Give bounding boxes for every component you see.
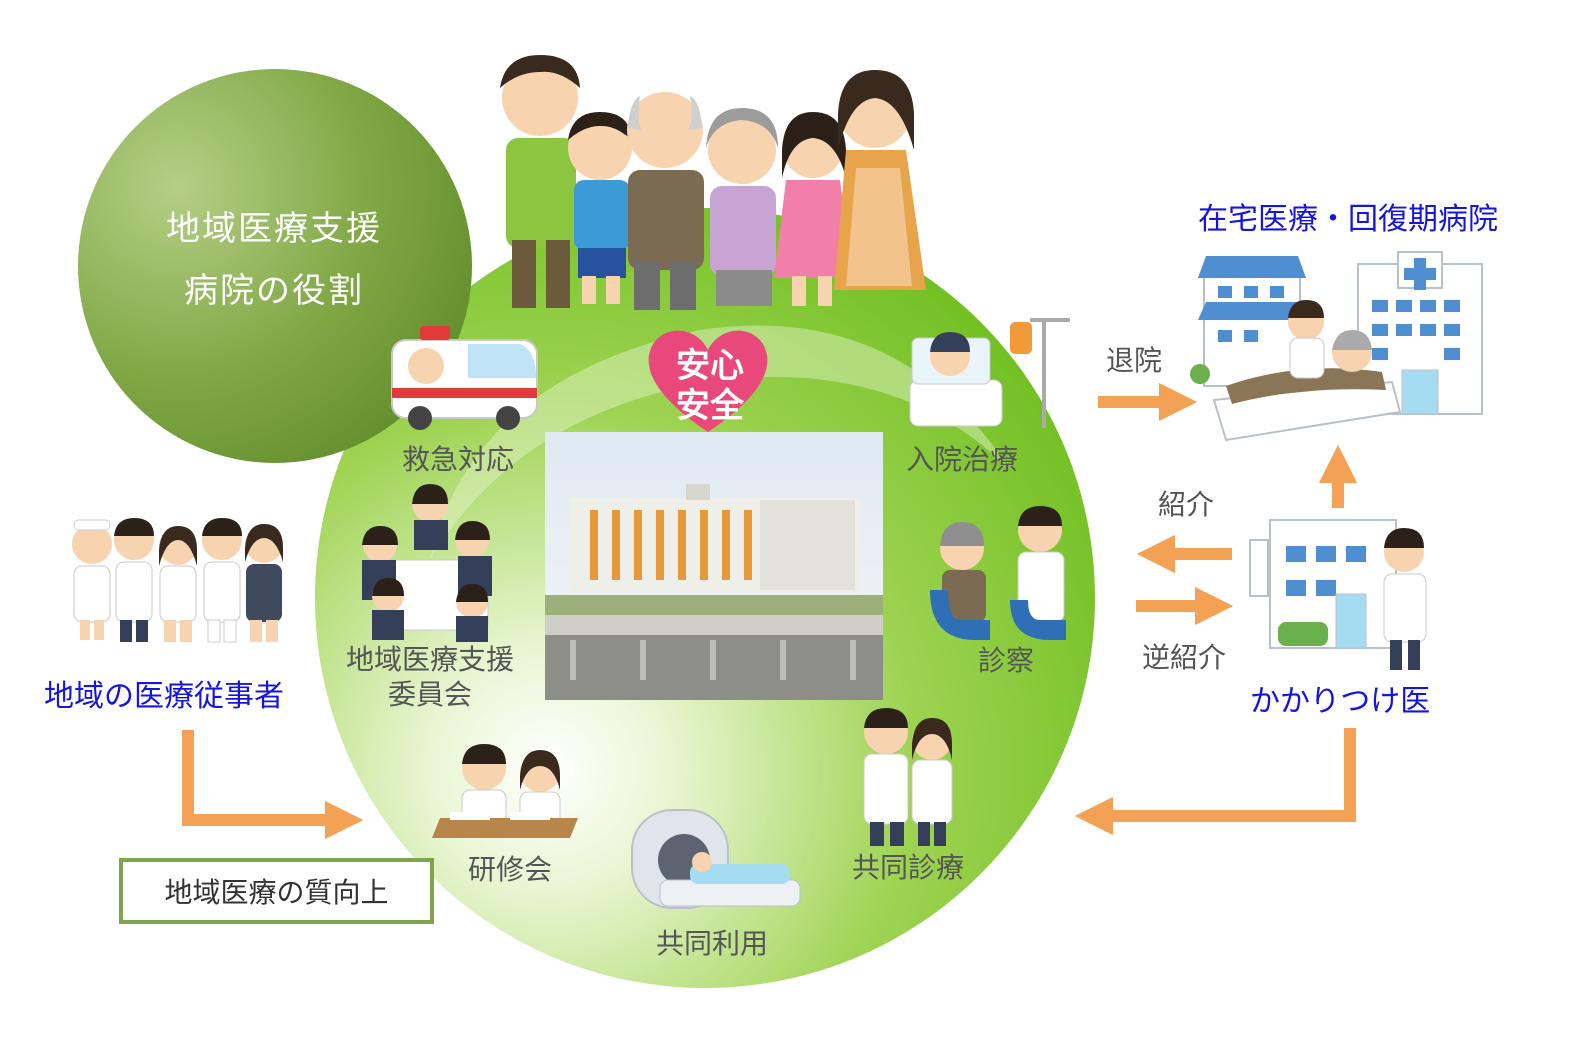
label-discharge: 退院 <box>1106 344 1163 377</box>
label-joint-care: 共同診療 <box>852 851 965 884</box>
role-title-line-2: 病院の役割 <box>184 271 364 311</box>
mri-scanner-icon <box>631 809 801 909</box>
family-doctor-to-hospital-arrow <box>1074 728 1356 836</box>
label-shared-use: 共同利用 <box>656 927 769 960</box>
examination-icon <box>930 506 1066 640</box>
role-title: 地域医療支援 病院の役割 <box>78 198 470 322</box>
heart-icon <box>648 330 768 432</box>
label-referral: 紹介 <box>1158 488 1215 521</box>
hospital-photo <box>545 432 883 700</box>
home-care-hospital-icon <box>1190 251 1483 442</box>
label-committee-line-1: 地域医療支援 <box>345 643 514 676</box>
label-family-doctor: かかりつけ医 <box>1250 684 1431 719</box>
quality-improvement-box: 地域医療の質向上 <box>119 858 434 924</box>
family-illustration <box>500 55 926 310</box>
role-title-line-1: 地域医療支援 <box>166 209 382 249</box>
hospital-bed-icon <box>909 318 1070 428</box>
training-icon <box>432 744 578 838</box>
committee-meeting-icon <box>362 484 492 642</box>
label-committee-line-2: 委員会 <box>387 678 472 711</box>
label-home-care: 在宅医療・回復期病院 <box>1198 202 1498 237</box>
label-local-staff: 地域の医療従事者 <box>44 679 284 714</box>
flow-arrows <box>182 382 1358 840</box>
role-circle <box>78 69 472 463</box>
label-training: 研修会 <box>468 853 553 886</box>
heart-text-line-1: 安心 <box>676 346 744 386</box>
label-exam: 診察 <box>978 644 1035 677</box>
label-committee: 地域医療支援 委員会 <box>330 642 530 712</box>
medical-staff-icon <box>72 518 283 643</box>
ambulance-icon <box>391 326 538 430</box>
family-doctor-clinic-icon <box>1249 519 1427 670</box>
label-admission: 入院治療 <box>906 443 1019 476</box>
heart-text: 安心 安全 <box>650 346 770 426</box>
label-reverse-referral: 逆紹介 <box>1142 641 1227 674</box>
doctors-icon <box>863 708 953 846</box>
quality-improvement-text: 地域医療の質向上 <box>164 876 389 909</box>
heart-text-line-2: 安全 <box>676 386 744 426</box>
label-emergency: 救急対応 <box>402 443 515 476</box>
staff-to-training-arrow <box>182 730 364 840</box>
swirl-highlight <box>430 325 1010 560</box>
